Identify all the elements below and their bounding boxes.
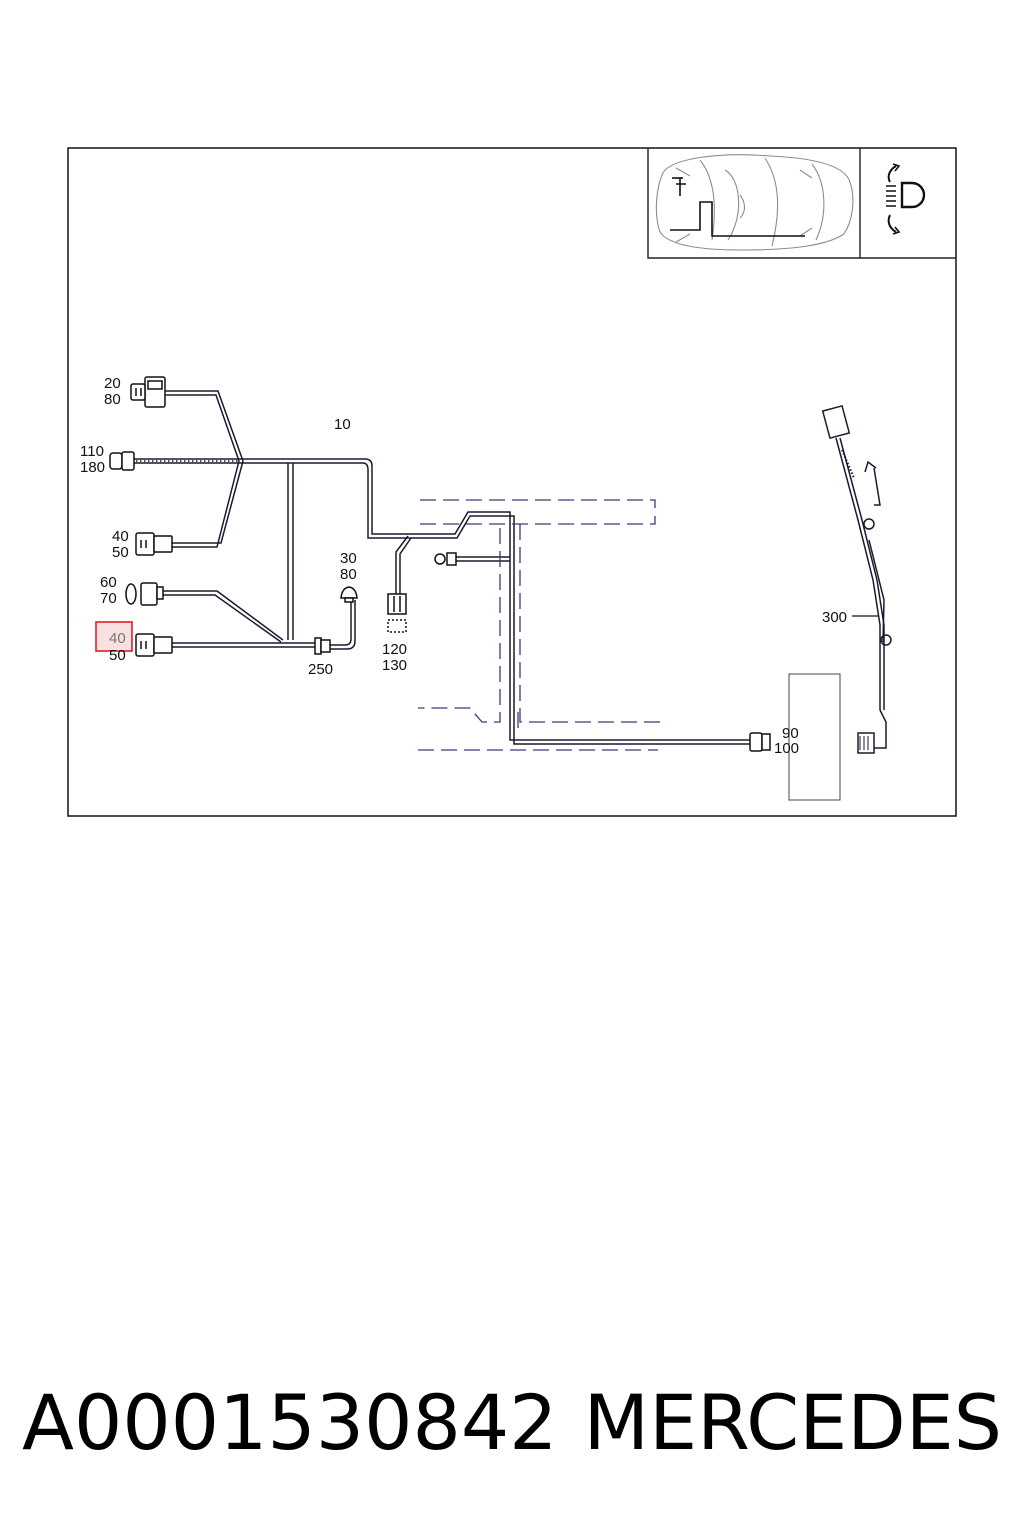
callout-130: 130: [382, 657, 407, 674]
car-location-icon: [655, 154, 854, 251]
headlight-range-icon: [886, 163, 926, 235]
car-location-wiring: [670, 177, 805, 237]
callout-100: 100: [774, 740, 799, 757]
diagram-frame: [67, 147, 957, 817]
callout-70: 70: [100, 590, 117, 607]
module-box: [788, 673, 841, 801]
callout-80: 80: [104, 391, 121, 408]
callout-40-upper: 40: [112, 528, 129, 545]
callout-80-right: 80: [340, 566, 357, 583]
connector-20-80: [130, 376, 166, 408]
callout-120: 120: [382, 641, 407, 658]
connector-90-100: [749, 732, 771, 752]
callout-10: 10: [334, 416, 351, 433]
brand-name: MERCEDES: [583, 1378, 1002, 1467]
callout-50-upper: 50: [112, 544, 129, 561]
callout-50-lower: 50: [109, 647, 126, 664]
connector-110-180: [109, 451, 135, 471]
callout-40-highlighted: 40: [109, 630, 126, 647]
callout-180: 180: [80, 459, 105, 476]
highlight-box: [95, 621, 133, 652]
callout-90: 90: [782, 725, 799, 742]
caption-bar: A0001530842 MERCEDES: [22, 1368, 1002, 1478]
phantom-lines: [418, 499, 660, 751]
callout-250: 250: [308, 661, 333, 678]
callout-60: 60: [100, 574, 117, 591]
connector-40-50-upper: [135, 532, 173, 556]
connector-60-70: [125, 582, 164, 606]
inset-panel: [647, 148, 956, 259]
ring-terminal: [434, 552, 457, 566]
part-number: A0001530842: [22, 1378, 558, 1467]
callout-110: 110: [80, 443, 104, 460]
connector-30-80: [340, 586, 358, 603]
grommet-250: [314, 637, 331, 655]
callout-300: 300: [822, 609, 847, 626]
sensor-assembly-300: [821, 404, 892, 754]
connector-40-50-lower: [135, 633, 173, 657]
callout-30: 30: [340, 550, 357, 567]
connector-120-130: [387, 593, 407, 633]
callout-20: 20: [104, 375, 121, 392]
wire-harness: [130, 390, 750, 745]
